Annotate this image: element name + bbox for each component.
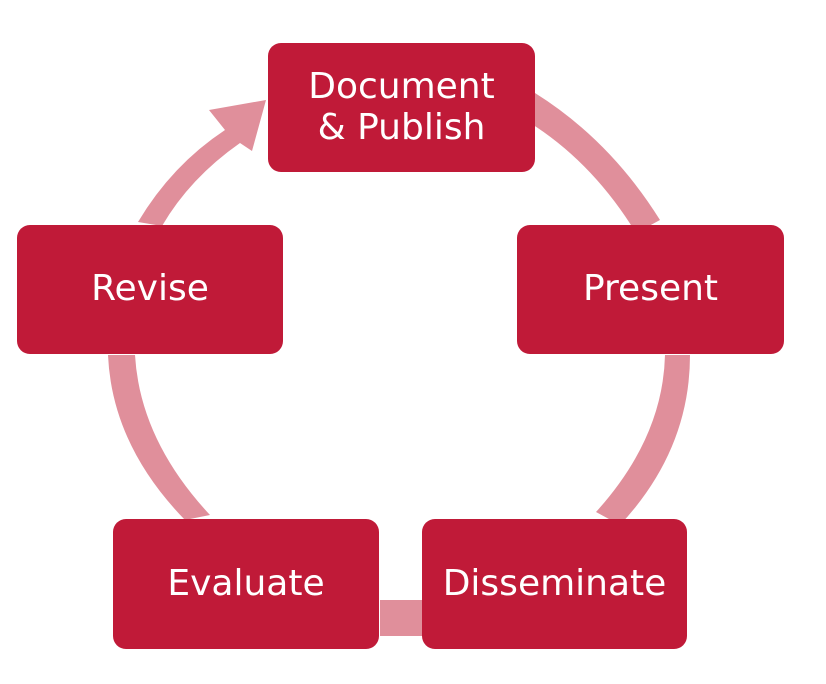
step-disseminate-label: Disseminate — [442, 562, 667, 604]
step-evaluate-label: Evaluate — [167, 562, 325, 604]
step-document-publish-line-2: & Publish — [317, 106, 486, 148]
step-document-publish-line-1: Document — [308, 66, 495, 108]
arrow-document-to-present — [522, 93, 660, 233]
arrow-disseminate-to-evaluate — [380, 600, 422, 636]
step-revise-label: Revise — [91, 268, 209, 310]
step-revise: Revise — [17, 225, 283, 354]
step-present: Present — [517, 225, 784, 354]
step-document-publish: Document & Publish — [268, 43, 535, 172]
arrow-present-to-disseminate — [596, 355, 690, 525]
arrow-evaluate-to-revise — [108, 355, 210, 520]
step-disseminate: Disseminate — [422, 519, 687, 649]
step-present-label: Present — [582, 268, 719, 310]
arrow-revise-to-document — [138, 100, 266, 226]
step-evaluate: Evaluate — [113, 519, 379, 649]
